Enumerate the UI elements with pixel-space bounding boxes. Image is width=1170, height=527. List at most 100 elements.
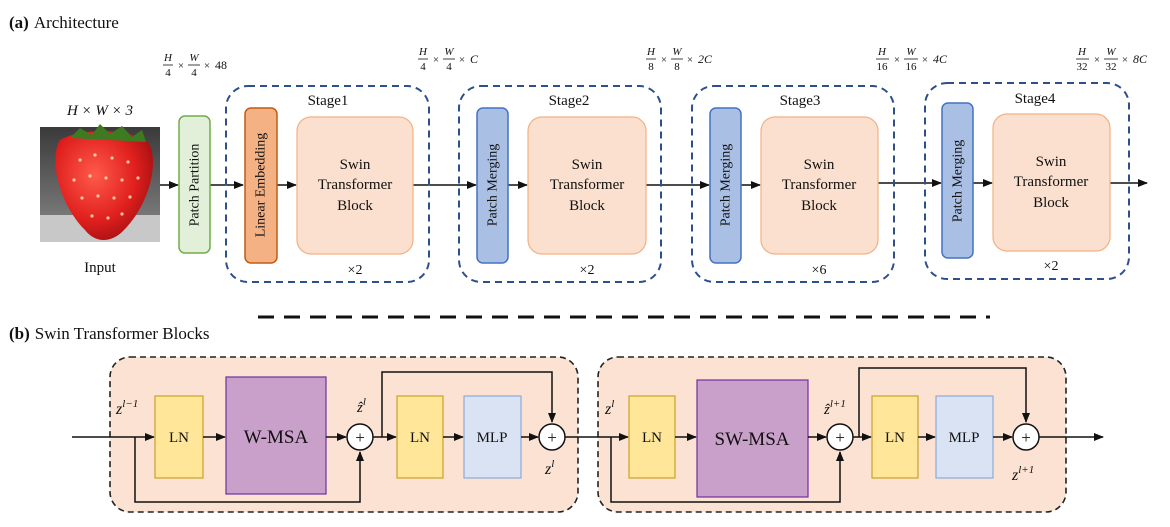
dim-0-c: 48 bbox=[215, 58, 227, 72]
b1-mlp-box bbox=[463, 395, 522, 479]
b2-ln2-box bbox=[871, 395, 919, 479]
stage3-container bbox=[691, 85, 895, 283]
b1-ln2-box bbox=[396, 395, 444, 479]
stage1-swin-block bbox=[296, 116, 414, 255]
stage2-block-line3: Block bbox=[569, 198, 605, 214]
dim-4-wd: 32 bbox=[1106, 61, 1117, 73]
b1-in-var: zl−1 bbox=[115, 398, 138, 418]
b2-add2-plus: + bbox=[1021, 428, 1031, 447]
heading-a-letter: (a) bbox=[9, 13, 29, 32]
stage4-repeat: ×2 bbox=[1044, 259, 1059, 274]
b1-mlp-label: MLP bbox=[477, 430, 508, 446]
b2-skip1 bbox=[610, 437, 844, 503]
input-image bbox=[40, 124, 160, 242]
stage3-block-line2: Transformer bbox=[782, 177, 856, 193]
stage4-patch-merging-label: Patch Merging bbox=[951, 140, 966, 223]
dim-4-times1: × bbox=[1094, 54, 1100, 66]
stage3-block-line3: Block bbox=[801, 198, 837, 214]
dim-3-wd: 16 bbox=[906, 61, 918, 73]
stage1-title: Stage1 bbox=[308, 93, 349, 109]
b1-ln1-label: LN bbox=[169, 430, 189, 446]
stage3-block-line1: Swin bbox=[804, 157, 835, 173]
b2-msa-box bbox=[696, 379, 809, 498]
stage1-block-line3: Block bbox=[337, 198, 373, 214]
b1-skip2 bbox=[381, 371, 556, 437]
stage4-block-line3: Block bbox=[1033, 195, 1069, 211]
dim-label-1: H 4 × W 4 × C bbox=[418, 46, 479, 73]
stage2-swin-block bbox=[527, 116, 647, 255]
dim-2-times1: × bbox=[661, 54, 667, 66]
dim-label-4: H 32 × W 32 × 8C bbox=[1076, 46, 1148, 73]
patch-partition-box bbox=[178, 115, 211, 254]
b1-skip1 bbox=[134, 437, 364, 503]
b2-out-var: zl+1 bbox=[1011, 464, 1034, 484]
b2-ln1-box bbox=[628, 395, 676, 479]
dim-0-times2: × bbox=[204, 60, 210, 72]
patch-partition-label: Patch Partition bbox=[188, 144, 203, 227]
stage4-block-line1: Swin bbox=[1036, 154, 1067, 170]
stage1-container bbox=[225, 85, 430, 283]
dim-4-w: W bbox=[1106, 46, 1116, 58]
linear-embedding-box bbox=[244, 107, 278, 264]
dim-3-h: H bbox=[877, 46, 887, 58]
input-label: Input bbox=[84, 260, 116, 276]
stage3-swin-block bbox=[760, 116, 879, 255]
stage4-title: Stage4 bbox=[1015, 91, 1056, 107]
dim-1-h: H bbox=[418, 46, 428, 58]
heading-a: (a) Architecture bbox=[9, 13, 119, 32]
stage2-block-line1: Swin bbox=[572, 157, 603, 173]
dim-0-times1: × bbox=[178, 60, 184, 72]
stage4-patch-merging-box bbox=[941, 102, 974, 259]
stage4-block-line2: Transformer bbox=[1014, 174, 1088, 190]
dim-2-h: H bbox=[646, 46, 656, 58]
stage2-container bbox=[458, 85, 662, 283]
b1-out-var: zl bbox=[544, 458, 554, 478]
b2-mid-var: ẑl+1 bbox=[823, 398, 846, 418]
b2-skip2 bbox=[858, 367, 1030, 437]
stage2-repeat: ×2 bbox=[580, 263, 595, 278]
input-dims: H × W × 3 bbox=[66, 103, 133, 119]
b2-msa-label: SW-MSA bbox=[715, 429, 790, 450]
dim-1-w: W bbox=[444, 46, 454, 58]
b2-in-var: zl bbox=[604, 398, 614, 418]
b1-ln2-label: LN bbox=[410, 430, 430, 446]
dim-2-hd: 8 bbox=[648, 61, 654, 73]
dim-1-hd: 4 bbox=[420, 61, 426, 73]
stage2-patch-merging-label: Patch Merging bbox=[486, 144, 501, 227]
stage4-swin-block bbox=[992, 113, 1111, 252]
b1-msa-label: W-MSA bbox=[244, 427, 309, 448]
b1-msa-box bbox=[225, 376, 327, 495]
stage2-patch-merging-box bbox=[476, 107, 509, 264]
dim-1-c: C bbox=[470, 52, 479, 66]
b2-add1-plus: + bbox=[835, 428, 845, 447]
b2-mlp-label: MLP bbox=[949, 430, 980, 446]
stage3-patch-merging-label: Patch Merging bbox=[719, 144, 734, 227]
dim-1-times2: × bbox=[459, 54, 465, 66]
stage4-container bbox=[924, 82, 1130, 280]
dim-label-2: H 8 × W 8 × 2C bbox=[646, 46, 713, 73]
dim-0-wd: 4 bbox=[191, 67, 197, 79]
b1-ln1-box bbox=[154, 395, 204, 479]
dim-0-w: W bbox=[189, 52, 199, 64]
b2-ln2-label: LN bbox=[885, 430, 905, 446]
dim-label-0: H 4 × W 4 × 48 bbox=[163, 52, 227, 79]
heading-b-text: Swin Transformer Blocks bbox=[35, 324, 210, 343]
stage3-patch-merging-box bbox=[709, 107, 742, 264]
b1-add2-plus: + bbox=[547, 428, 557, 447]
dim-label-3: H 16 × W 16 × 4C bbox=[876, 46, 948, 73]
dim-3-hd: 16 bbox=[877, 61, 889, 73]
dim-2-wd: 8 bbox=[674, 61, 680, 73]
stage2-title: Stage2 bbox=[549, 93, 590, 109]
dim-3-times1: × bbox=[894, 54, 900, 66]
dim-4-h: H bbox=[1077, 46, 1087, 58]
b1-add1-plus: + bbox=[355, 428, 365, 447]
heading-b-letter: (b) bbox=[9, 324, 30, 343]
dim-2-times2: × bbox=[687, 54, 693, 66]
heading-a-text: Architecture bbox=[34, 13, 119, 32]
dim-1-wd: 4 bbox=[446, 61, 452, 73]
stage2-block-line2: Transformer bbox=[550, 177, 624, 193]
linear-embedding-label: Linear Embedding bbox=[254, 133, 269, 238]
b1-mid-var: ẑl bbox=[356, 396, 366, 416]
dim-3-c: 4C bbox=[933, 52, 948, 66]
